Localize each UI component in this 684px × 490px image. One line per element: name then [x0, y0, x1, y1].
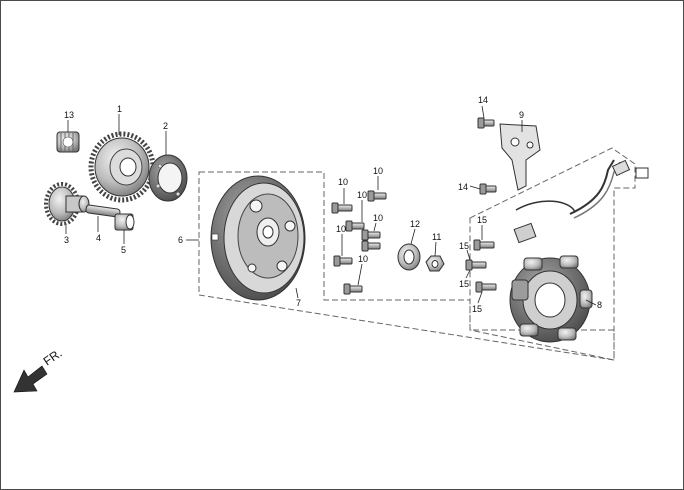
callout-9: 9 [519, 110, 524, 120]
one-way-clutch-part[interactable] [148, 154, 188, 202]
stator-part[interactable] [509, 159, 649, 343]
callout-3: 3 [64, 235, 69, 245]
collar-part[interactable] [114, 213, 135, 231]
callout-4: 4 [96, 233, 101, 243]
nut-part[interactable] [425, 255, 445, 272]
callout-12: 12 [410, 219, 420, 229]
callout-15-a: 15 [477, 215, 487, 225]
callout-10-c: 10 [357, 190, 367, 200]
flywheel-part[interactable] [210, 175, 306, 301]
callout-15-b: 15 [459, 241, 469, 251]
callout-10-d: 10 [373, 213, 383, 223]
starter-driven-gear-part[interactable] [88, 131, 156, 203]
front-direction-arrow: FR. [13, 346, 65, 393]
bracket-part[interactable] [499, 123, 541, 191]
reduction-gear-part[interactable] [44, 182, 90, 226]
callout-7: 7 [296, 298, 301, 308]
needle-bearing-part[interactable] [56, 131, 80, 153]
callout-10-a: 10 [338, 177, 348, 187]
callout-15-c: 15 [459, 279, 469, 289]
callout-8: 8 [597, 300, 602, 310]
leader-lines [65, 105, 597, 306]
callout-10-e: 10 [336, 224, 346, 234]
callout-5: 5 [121, 245, 126, 255]
front-direction-label: FR. [41, 346, 65, 369]
stator-bolt-part[interactable] [465, 239, 497, 293]
callout-labels: 13 1 2 3 4 5 6 7 8 9 10 10 10 10 10 10 1… [64, 95, 602, 314]
callout-1: 1 [117, 104, 122, 114]
shaft-part[interactable] [85, 204, 121, 218]
callout-10-b: 10 [373, 166, 383, 176]
bolt-part[interactable] [331, 190, 387, 295]
callout-14-a: 14 [478, 95, 488, 105]
washer-part[interactable] [397, 243, 421, 271]
callout-11: 11 [432, 232, 441, 242]
callout-6: 6 [178, 235, 183, 245]
callout-13: 13 [64, 110, 74, 120]
callout-15-d: 15 [472, 304, 482, 314]
callout-10-f: 10 [358, 254, 368, 264]
callout-14-b: 14 [458, 182, 468, 192]
callout-2: 2 [163, 121, 168, 131]
stator-group-outline [469, 147, 636, 361]
screw-part[interactable] [477, 117, 497, 195]
